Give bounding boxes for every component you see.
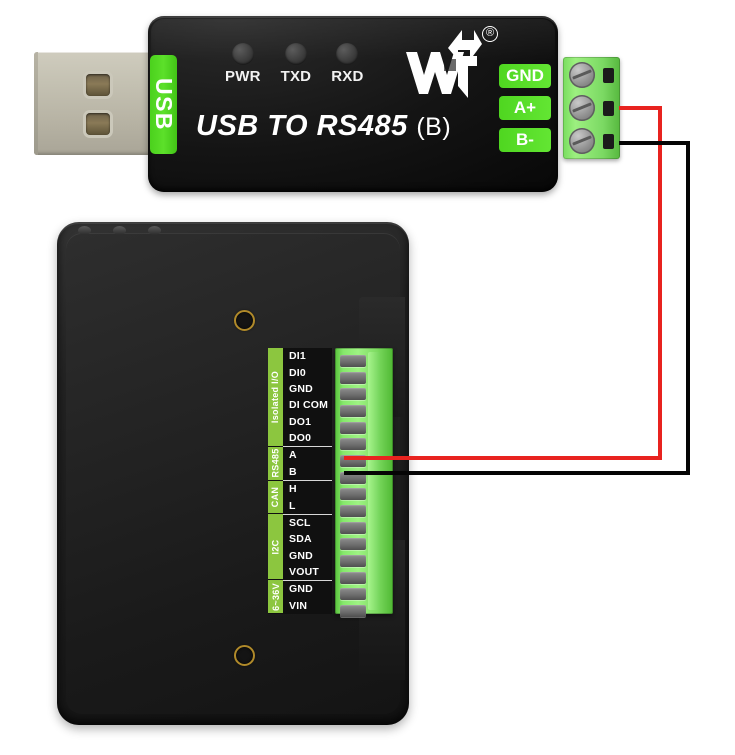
- pin-group-6-36v: 6~36V: [268, 580, 283, 614]
- mounting-hole-bottom: [234, 645, 255, 666]
- led-indicator-group: PWR TXD RXD: [225, 43, 364, 85]
- pin-label-scl: SCL: [283, 513, 332, 531]
- terminal-wire-slot-a-plus[interactable]: [603, 101, 614, 116]
- registered-trademark-icon: ®: [482, 26, 498, 42]
- pin-label-di0: DI0: [289, 366, 306, 379]
- pin-label-vin: VIN: [289, 599, 308, 612]
- pin-label-di-com: DI COM: [289, 399, 329, 412]
- pin-group-rs485: RS485: [268, 446, 283, 481]
- pin-label-gnd: GND: [289, 382, 313, 395]
- pin-group-i2c: I2C: [268, 514, 283, 581]
- pin-group-label: RS485: [270, 448, 281, 478]
- terminal-label-gnd: GND: [499, 64, 551, 88]
- terminal-slot-gnd[interactable]: [340, 388, 366, 401]
- vent-bump-icon: [78, 226, 91, 235]
- pin-group-label: 6~36V: [270, 582, 281, 611]
- terminal-slot-vout[interactable]: [340, 571, 366, 584]
- led-indicator-icon: [231, 43, 254, 65]
- board-top-vent-bumps: [78, 226, 161, 235]
- usb-contact-cutout: [86, 74, 110, 96]
- terminal-slot-do1[interactable]: [340, 421, 366, 434]
- pin-label-do0: DO0: [289, 432, 312, 445]
- adapter-screw-terminal-block[interactable]: [563, 57, 620, 159]
- waveshare-logo-icon: [406, 30, 482, 98]
- wire-a-plus-to-a: [619, 106, 662, 110]
- waveshare-logo: ®: [404, 26, 498, 102]
- terminal-slot-vin[interactable]: [340, 605, 366, 617]
- adapter-product-title: USB TO RS485 (B): [196, 110, 451, 143]
- wire-b-minus-to-b: [344, 471, 690, 475]
- pin-group-label: CAN: [270, 486, 281, 508]
- expansion-screw-terminal-block[interactable]: [335, 348, 393, 617]
- adapter-product-title-main: USB TO RS485: [196, 110, 408, 142]
- terminal-screw-a-plus[interactable]: [569, 95, 595, 121]
- terminal-ridge: [368, 352, 380, 610]
- led-indicator-icon: [284, 43, 307, 65]
- usb-contact-cutout: [86, 113, 110, 135]
- adapter-terminal-label-group: GND A+ B-: [499, 64, 551, 160]
- terminal-slot-h[interactable]: [340, 488, 366, 501]
- led-indicator-icon: [336, 43, 359, 65]
- pin-label-vout: VOUT: [289, 566, 319, 579]
- terminal-wire-slot-gnd[interactable]: [603, 68, 614, 83]
- vent-bump-icon: [113, 226, 126, 235]
- pin-label-do1: DO1: [289, 415, 312, 428]
- led-label: RXD: [331, 68, 364, 85]
- terminal-slot-di0[interactable]: [340, 371, 366, 384]
- terminal-slot-di-com[interactable]: [340, 405, 366, 417]
- pin-label-a: A: [283, 446, 332, 463]
- led-txd: TXD: [281, 43, 312, 85]
- terminal-screw-gnd[interactable]: [569, 62, 595, 88]
- terminal-slot-scl[interactable]: [340, 521, 366, 534]
- terminal-slot-do0[interactable]: [340, 438, 366, 451]
- terminal-slot-l[interactable]: [340, 505, 366, 517]
- wire-a-plus-to-a: [344, 456, 662, 460]
- usb-side-label: USB: [150, 55, 177, 154]
- pin-label-h: H: [283, 480, 332, 497]
- usb-side-label-text: USB: [151, 77, 177, 132]
- wire-b-minus-to-b: [686, 141, 690, 474]
- led-pwr: PWR: [225, 43, 261, 85]
- terminal-slot-gnd[interactable]: [340, 555, 366, 567]
- led-label: PWR: [225, 68, 261, 85]
- terminal-label-a-plus: A+: [499, 96, 551, 120]
- terminal-wire-slot-b-minus[interactable]: [603, 134, 614, 149]
- led-label: TXD: [280, 68, 312, 85]
- terminal-screw-b-minus[interactable]: [569, 128, 595, 154]
- terminal-slot-sda[interactable]: [340, 538, 366, 551]
- vent-bump-icon: [148, 226, 161, 235]
- pin-group-isolated-i-o: Isolated I/O: [268, 348, 283, 447]
- pin-label-gnd: GND: [283, 580, 332, 597]
- adapter-product-title-suffix: (B): [416, 113, 452, 141]
- terminal-slot-gnd[interactable]: [340, 588, 366, 601]
- mounting-hole-top: [234, 310, 255, 331]
- wire-b-minus-to-b: [619, 141, 690, 145]
- pin-group-can: CAN: [268, 480, 283, 515]
- wire-a-plus-to-a: [658, 106, 662, 458]
- terminal-label-b-minus: B-: [499, 128, 551, 152]
- usb-a-connector: [34, 52, 156, 155]
- pin-group-label: Isolated I/O: [270, 370, 281, 423]
- pin-label-l: L: [289, 499, 296, 512]
- pin-label-di1: DI1: [289, 350, 306, 363]
- pin-group-label: I2C: [270, 539, 281, 555]
- pin-label-gnd: GND: [289, 549, 313, 562]
- pin-label-sda: SDA: [289, 533, 312, 546]
- terminal-slot-di1[interactable]: [340, 355, 366, 367]
- pin-label-b: B: [289, 465, 297, 478]
- led-rxd: RXD: [331, 43, 363, 85]
